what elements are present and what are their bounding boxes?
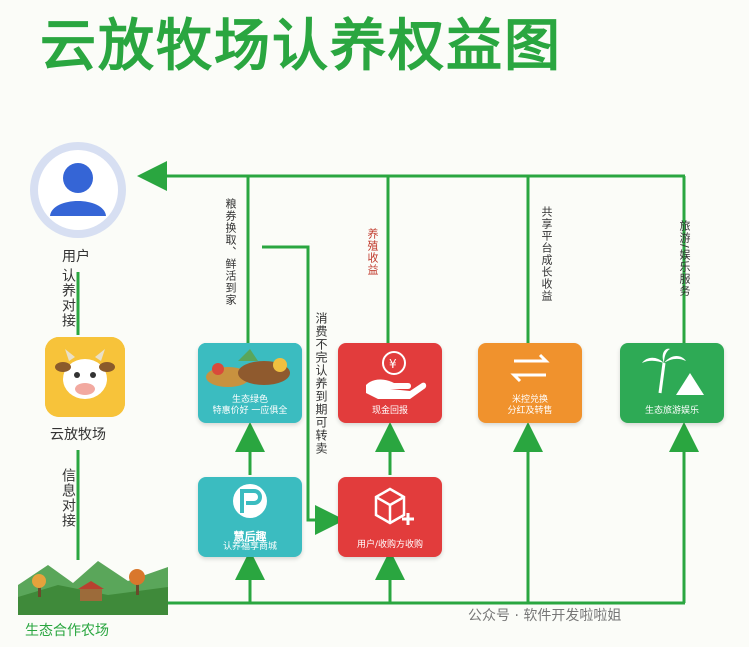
user-label: 用户	[62, 249, 90, 265]
app-cow-icon	[45, 337, 125, 417]
farm-label: 生态合作农场	[25, 623, 109, 639]
farm-illustration	[18, 555, 168, 615]
adopt-connect-label: 认养对接	[60, 268, 76, 328]
svg-text:¥: ¥	[389, 357, 397, 371]
swap-arrows-icon	[510, 353, 550, 383]
tour-label: 生态旅游娱乐	[644, 406, 699, 416]
produce-icon	[198, 343, 302, 393]
swap-line2: 分红及转售	[507, 406, 553, 416]
eco-green-box: 生态绿色 特惠价好 一应俱全	[198, 343, 302, 423]
eco-line1: 生态绿色	[231, 395, 268, 405]
palm-tree-icon	[642, 348, 704, 395]
cash-hand-icon: ¥	[366, 351, 427, 399]
consume-line	[262, 245, 345, 535]
mall-box: 慧后趣 认养福享商城	[198, 477, 302, 557]
mall-logo-text: 慧后趣	[233, 530, 267, 543]
consume-label: 消费不完认养到期可转卖	[314, 312, 328, 455]
info-connect-label: 信息对接	[60, 468, 76, 528]
eco-tour-box: 生态旅游娱乐	[620, 343, 724, 423]
cash-label: 现金回报	[371, 406, 408, 416]
earnings-label: 养殖收益	[366, 228, 379, 276]
page-title: 云放牧场认养权益图	[40, 14, 562, 79]
ration-label: 粮券换取、鲜活到家	[224, 198, 237, 306]
travel-label: 旅游/娱乐服务	[678, 220, 691, 297]
watermark: 公众号 · 软件开发啦啦姐	[468, 608, 622, 624]
swap-box: 米控兑换 分红及转售	[478, 343, 582, 423]
package-plus-icon	[374, 487, 414, 525]
app-label: 云放牧场	[50, 427, 106, 443]
user-avatar-icon	[28, 140, 128, 240]
mall-logo-icon	[233, 484, 267, 518]
buyer-box: 用户/收购方收购	[338, 477, 442, 557]
eco-line2: 特惠价好 一应俱全	[212, 406, 288, 416]
buy-label: 用户/收购方收购	[356, 540, 424, 550]
swap-line1: 米控兑换	[511, 395, 548, 405]
mall-label: 认养福享商城	[222, 542, 277, 552]
cash-return-box: ¥ 现金回报	[338, 343, 442, 423]
platform-label: 共享平台成长收益	[540, 206, 553, 302]
